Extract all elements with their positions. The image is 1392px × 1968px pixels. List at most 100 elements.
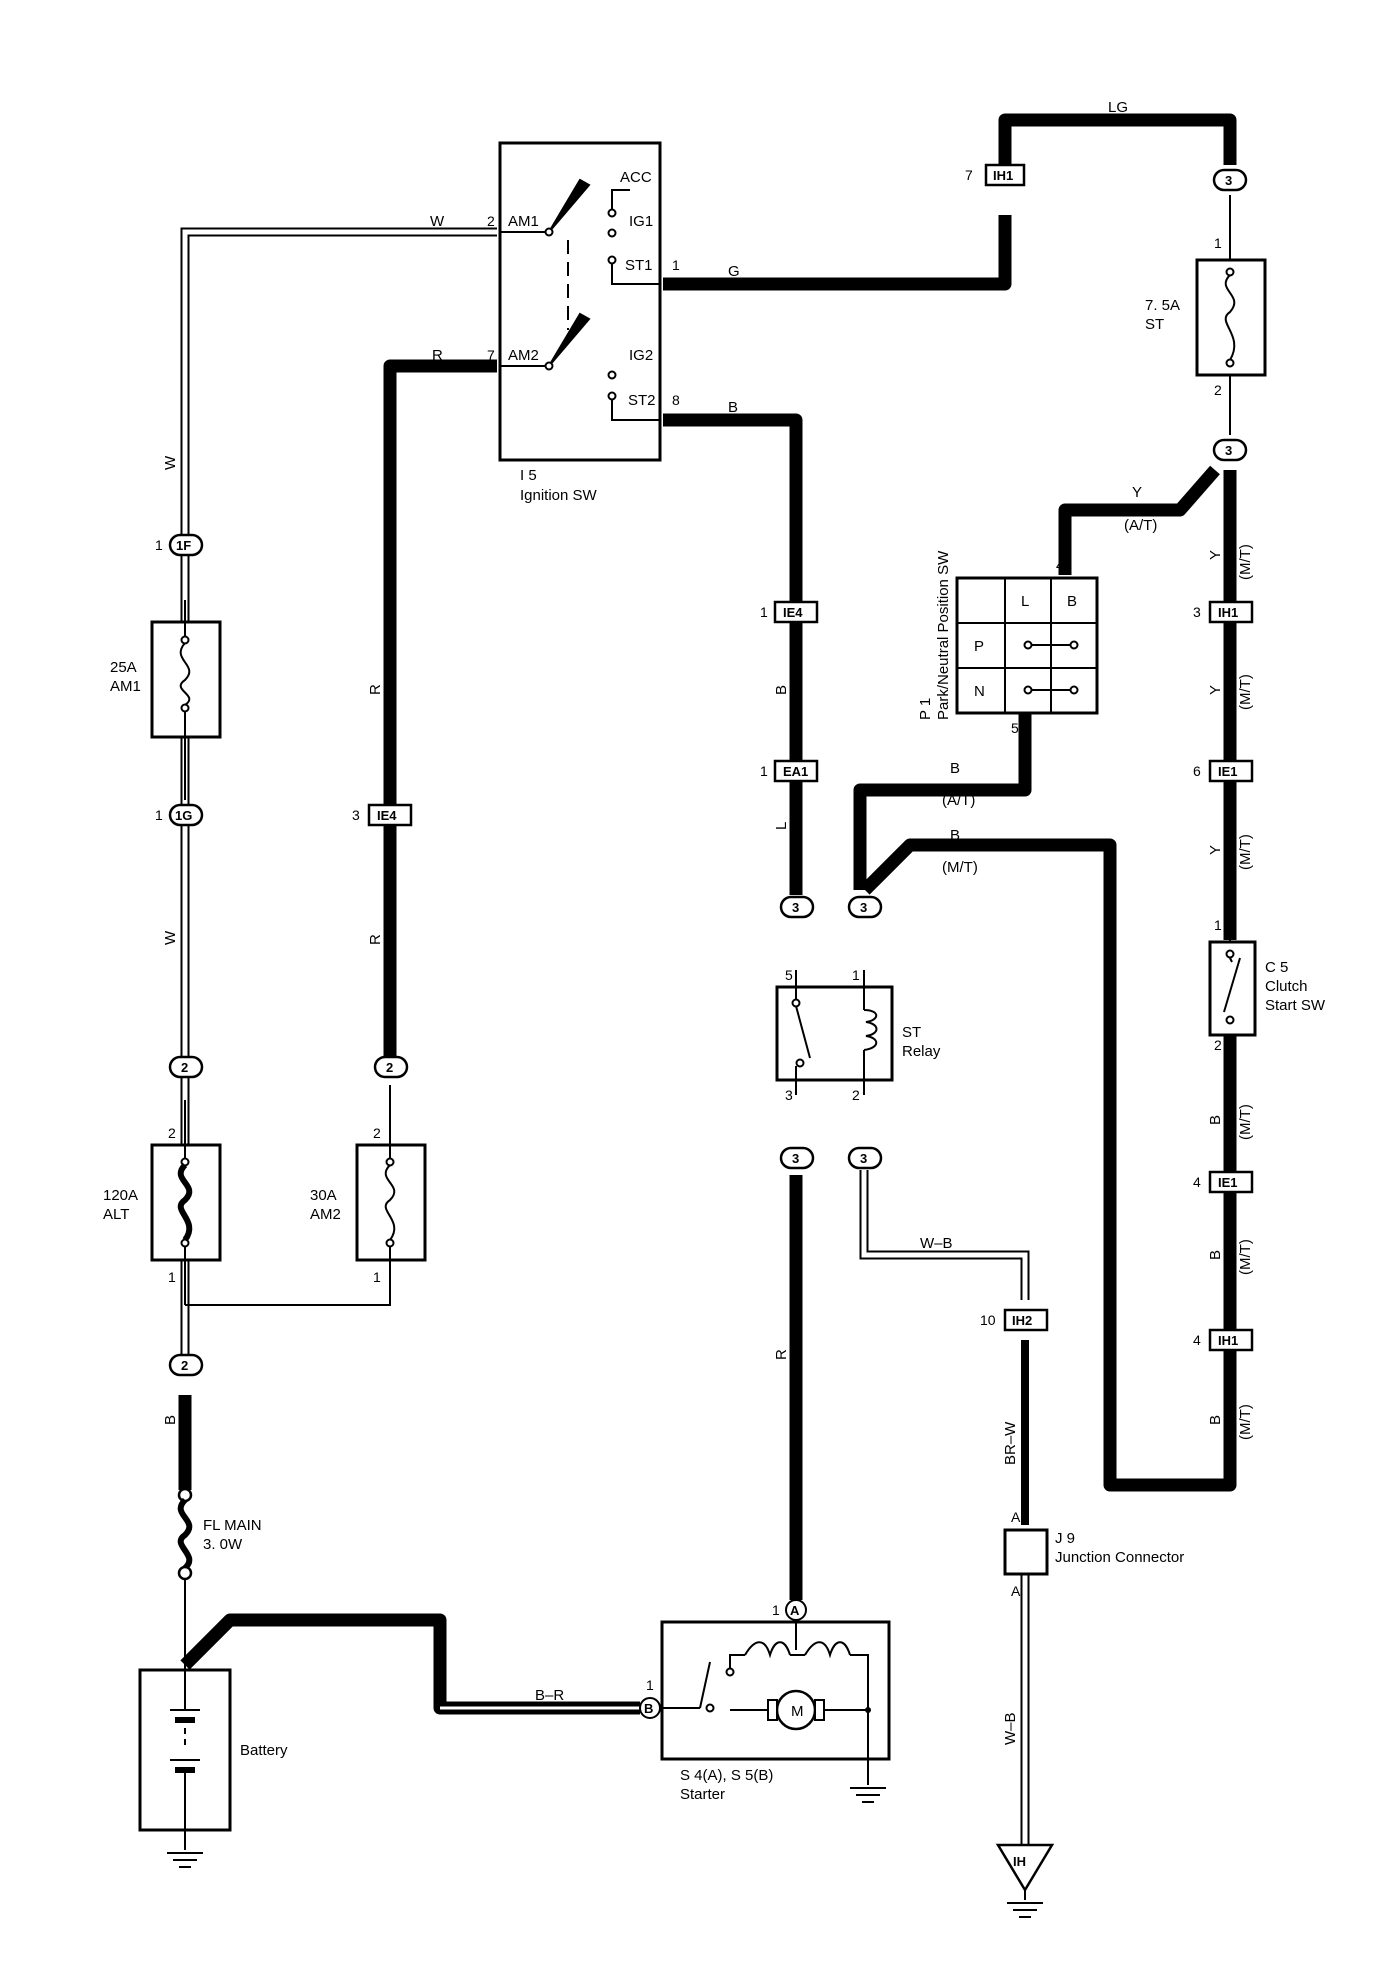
relay-pin-2: 2: [852, 1087, 860, 1103]
ground-ih: IH: [995, 1843, 1055, 1918]
wire-label-b-r: B–R: [535, 1687, 564, 1704]
connector-ih1-top: IH1 7: [965, 163, 1026, 187]
svg-text:3: 3: [860, 1151, 867, 1166]
svg-text:IH2: IH2: [1012, 1313, 1032, 1328]
wire-lg-loop: [998, 113, 1237, 165]
ignition-name: Ignition SW: [520, 487, 598, 504]
svg-text:IE1: IE1: [1218, 1175, 1238, 1190]
wire-label-w-upper: W: [162, 455, 179, 470]
fusible-link-fl-main: FL MAIN 3. 0W: [177, 1487, 262, 1581]
wire-r-am2: [383, 359, 497, 1060]
wire-label-b-2: B: [1207, 1250, 1224, 1260]
svg-text:2: 2: [386, 1060, 393, 1075]
wire-label-g: G: [728, 263, 740, 280]
st-relay: 5 1 3 2 ST Relay: [775, 967, 941, 1103]
wire-label-b-1: B: [1207, 1115, 1224, 1125]
svg-text:2: 2: [181, 1060, 188, 1075]
wire-label-w-b-1: W–B: [920, 1235, 953, 1252]
wire-label-r-top: R: [432, 347, 443, 364]
wire-label-y-1: Y: [1207, 550, 1224, 560]
pnp-cell-b: B: [1067, 593, 1077, 610]
connector-3-fuse-bottom: 3: [1212, 438, 1248, 462]
wire-label-b-ie4: B: [773, 685, 790, 695]
ignition-code: I 5: [520, 467, 537, 484]
wire-label-y-2: Y: [1207, 685, 1224, 695]
ignition-st1-label: ST1: [625, 257, 653, 274]
starter-code: S 4(A), S 5(B): [680, 1767, 773, 1784]
fuse-st-rating: 7. 5A: [1145, 297, 1180, 314]
starter-pin-a: 1: [772, 1602, 780, 1618]
wire-label-at-1: (A/T): [1124, 517, 1157, 534]
wire-label-r-low: R: [367, 934, 384, 945]
relay-name-2: Relay: [902, 1043, 941, 1060]
connector-1g: 1G 1: [155, 803, 204, 827]
svg-text:1G: 1G: [175, 808, 192, 823]
wire-label-r-starter: R: [773, 1349, 790, 1360]
fuse-st-pin-top: 1: [1214, 235, 1222, 251]
svg-text:2: 2: [181, 1358, 188, 1373]
connector-3-relay-5: 3: [779, 895, 815, 919]
clutch-start-switch: 1 2 C 5 Clutch Start SW: [1208, 917, 1326, 1053]
pnp-code: P 1: [917, 698, 934, 720]
ignition-pin-am1: 2: [487, 213, 495, 229]
fl-main-rating: 3. 0W: [203, 1536, 243, 1553]
connector-2-alt: 2: [168, 1055, 204, 1079]
svg-text:6: 6: [1193, 763, 1201, 779]
wire-label-mt-4: (M/T): [1237, 834, 1254, 870]
pnp-cell-p: P: [974, 638, 984, 655]
wire-label-mt-6: (M/T): [1237, 1239, 1254, 1275]
fuse-am2-name: AM2: [310, 1206, 341, 1223]
fuse-alt: 120A ALT 2 1: [103, 1100, 222, 1305]
wire-label-r-mid: R: [367, 684, 384, 695]
wire-label-b-3: B: [1207, 1415, 1224, 1425]
wire-label-lg: LG: [1108, 99, 1128, 116]
clutch-name-1: Clutch: [1265, 978, 1308, 995]
svg-text:IE1: IE1: [1218, 764, 1238, 779]
fuse-st-pin-bottom: 2: [1214, 382, 1222, 398]
starter: M A B 1 1 S 4(A), S 5(B) Starter: [639, 1599, 891, 1803]
ignition-pin-am2: 7: [487, 347, 495, 363]
connector-2-main: 2: [168, 1353, 204, 1377]
fuse-alt-pin-top: 2: [168, 1125, 176, 1141]
wire-label-b-st2: B: [728, 399, 738, 416]
connector-2-am2: 2: [373, 1055, 409, 1079]
wire-alt-am2-link: [185, 1260, 391, 1306]
pnp-name: Park/Neutral Position SW: [935, 550, 952, 720]
connector-1f: 1F 1: [155, 533, 204, 557]
pnp-pin-top: 4: [1056, 557, 1064, 573]
fuse-am1: 25A AM1: [110, 600, 222, 800]
svg-text:IE4: IE4: [783, 605, 803, 620]
clutch-pin-bottom: 2: [1214, 1037, 1222, 1053]
wire-label-w-top: W: [430, 213, 445, 230]
wire-label-mt-5: (M/T): [1237, 1104, 1254, 1140]
park-neutral-position-switch: L B P N 4 5 P 1 Park/Neutral Position SW: [917, 550, 1099, 736]
fuse-am2-pin-top: 2: [373, 1125, 381, 1141]
svg-text:3: 3: [1193, 604, 1201, 620]
fuse-am2-rating: 30A: [310, 1187, 337, 1204]
fuse-am2-pin-bottom: 1: [373, 1269, 381, 1285]
ignition-pin-st1: 1: [672, 257, 680, 273]
j9-pin-top: A: [1011, 1509, 1021, 1525]
wire-label-y-3: Y: [1207, 845, 1224, 855]
junction-connector-j9: A A J 9 Junction Connector: [1003, 1509, 1184, 1599]
svg-text:3: 3: [860, 900, 867, 915]
wire-label-at-2: (A/T): [942, 792, 975, 809]
wire-label-mt-3: (M/T): [1237, 674, 1254, 710]
battery: Battery: [138, 1668, 288, 1868]
fuse-am1-name: AM1: [110, 678, 141, 695]
connector-ie1-a: IE1 6: [1193, 759, 1254, 783]
wire-b-at: [853, 712, 1032, 890]
relay-name-1: ST: [902, 1024, 921, 1041]
clutch-name-2: Start SW: [1265, 997, 1326, 1014]
wire-label-mt-2: (M/T): [1237, 544, 1254, 580]
wire-label-w-b-2: W–B: [1002, 1712, 1019, 1745]
fuse-am2: 30A AM2 2 1: [310, 1125, 427, 1285]
clutch-code: C 5: [1265, 959, 1288, 976]
wire-label-mt-7: (M/T): [1237, 1404, 1254, 1440]
pnp-cell-n: N: [974, 683, 985, 700]
svg-text:3: 3: [792, 900, 799, 915]
connector-ie4-left: IE4 3: [352, 803, 413, 827]
ignition-st2-label: ST2: [628, 392, 656, 409]
clutch-pin-top: 1: [1214, 917, 1222, 933]
connector-ih1-low: IH1 4: [1193, 1328, 1254, 1352]
